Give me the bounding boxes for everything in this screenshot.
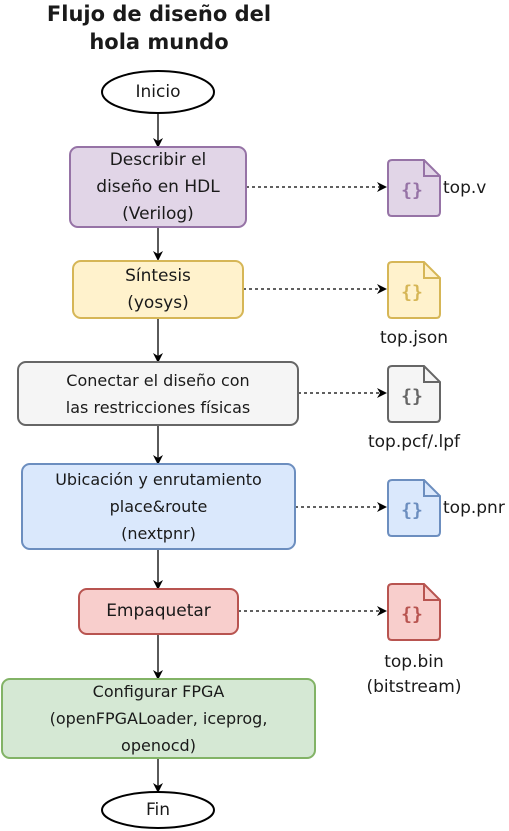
- file-code-icon-pnr: {}: [387, 479, 441, 537]
- svg-text:{}: {}: [401, 604, 423, 625]
- pack-box: [78, 588, 239, 635]
- file-label-verilog: top.v: [443, 178, 487, 198]
- end-terminal: [101, 791, 215, 829]
- file-code-icon-bin: {}: [387, 583, 441, 641]
- file-code-icon-json: {}: [387, 261, 441, 319]
- file-label-json: top.json: [379, 328, 449, 348]
- svg-text:{}: {}: [401, 282, 423, 303]
- config-box: [1, 678, 316, 759]
- pnr-box: [21, 463, 296, 550]
- svg-text:{}: {}: [401, 180, 423, 201]
- describe-box: [69, 146, 247, 228]
- title-line-2: hola mundo: [89, 30, 229, 54]
- constraints-box: [17, 361, 299, 426]
- file-label-pcf: top.pcf/.lpf: [367, 432, 460, 452]
- file-label-pnr: top.pnr: [443, 498, 505, 518]
- file-code-icon-verilog: {}: [387, 159, 441, 217]
- file-code-icon-pcf: {}: [387, 365, 441, 423]
- svg-text:{}: {}: [401, 386, 423, 407]
- title-line-1: Flujo de diseño del: [46, 2, 272, 26]
- start-terminal: [101, 70, 215, 114]
- svg-text:{}: {}: [401, 500, 423, 521]
- diagram-title: Flujo de diseño del hola mundo: [0, 0, 318, 56]
- file-label-bin: top.bin (bitstream): [366, 652, 462, 697]
- synth-box: [72, 260, 244, 319]
